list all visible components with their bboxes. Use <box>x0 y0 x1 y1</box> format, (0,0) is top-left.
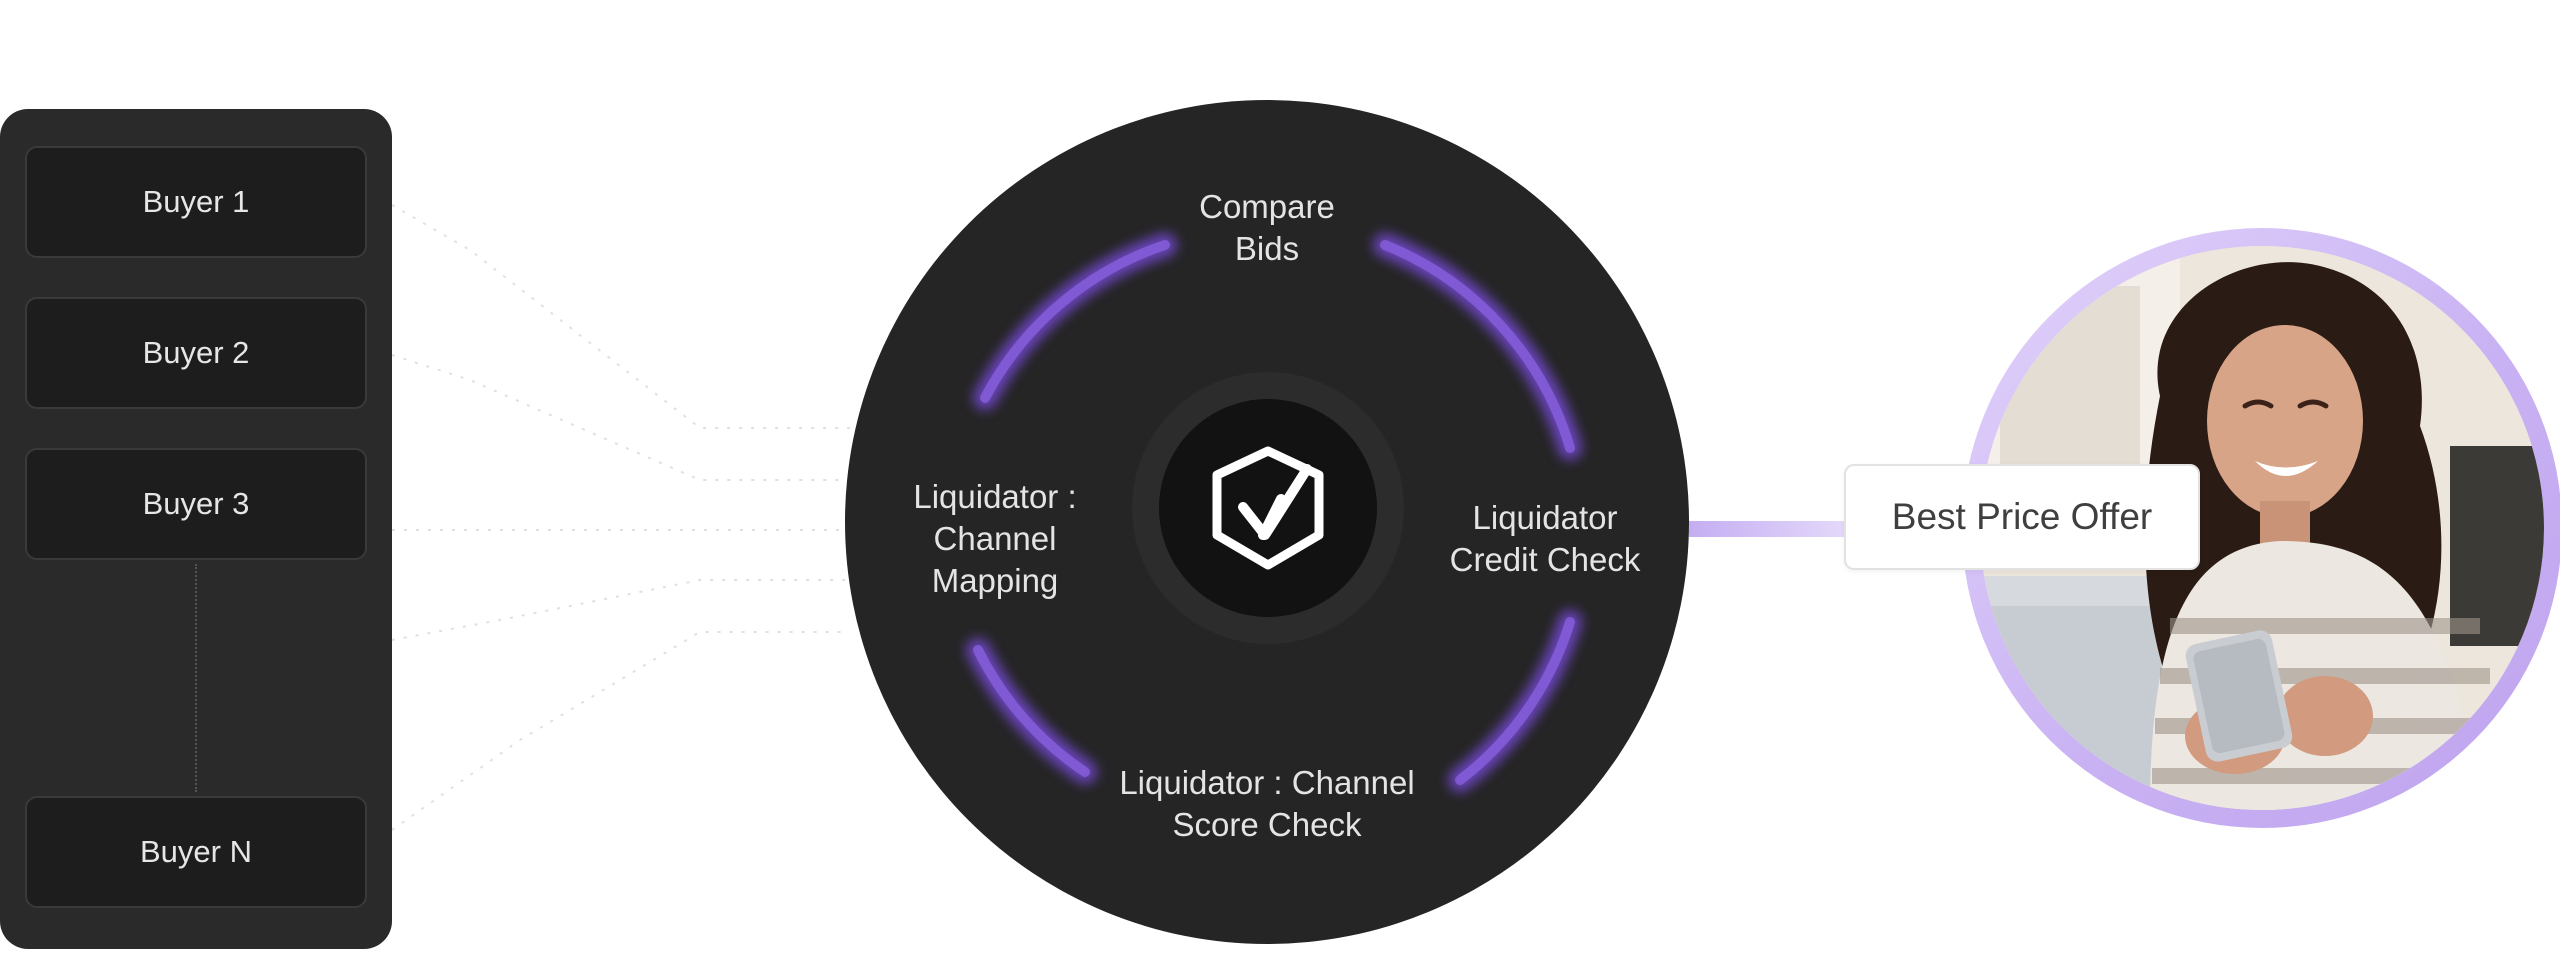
connector-line-1 <box>391 204 850 429</box>
connector-line-4 <box>391 579 850 641</box>
buyer-card-2[interactable]: Buyer 2 <box>25 297 367 409</box>
stage-score-check-line-1: Liquidator : Channel <box>1119 764 1415 801</box>
stage-channel-mapping-line-3: Mapping <box>931 562 1059 599</box>
best-price-offer-label: Best Price Offer <box>1844 464 2200 570</box>
stage-credit-check-line-2: Credit Check <box>1449 541 1641 578</box>
connector-line-5 <box>391 631 850 831</box>
core-logo <box>1159 399 1377 617</box>
offer-connector <box>1689 521 1859 537</box>
stage-channel-mapping: Liquidator : Channel Mapping <box>880 476 1110 602</box>
stage-channel-mapping-line-2: Channel <box>933 520 1057 557</box>
stage-compare-bids: Compare Bids <box>1160 186 1374 270</box>
stage-credit-check-line-1: Liquidator <box>1472 499 1618 536</box>
shield-check-icon <box>1212 446 1324 570</box>
buyer-card-n[interactable]: Buyer N <box>25 796 367 908</box>
buyer-card-3[interactable]: Buyer 3 <box>25 448 367 560</box>
stage-channel-mapping-line-1: Liquidator : <box>913 478 1077 515</box>
connector-line-2 <box>391 354 850 481</box>
stage-score-check: Liquidator : Channel Score Check <box>1080 762 1454 846</box>
stage-compare-bids-line-1: Compare <box>1199 188 1335 225</box>
stage-credit-check: Liquidator Credit Check <box>1430 497 1660 581</box>
stage-compare-bids-line-2: Bids <box>1234 230 1300 267</box>
buyer-card-1[interactable]: Buyer 1 <box>25 146 367 258</box>
stage-score-check-line-2: Score Check <box>1172 806 1362 843</box>
buyers-panel: Buyer 1 Buyer 2 Buyer 3 Buyer N <box>0 109 392 949</box>
buyer-ellipsis-divider <box>195 564 197 792</box>
